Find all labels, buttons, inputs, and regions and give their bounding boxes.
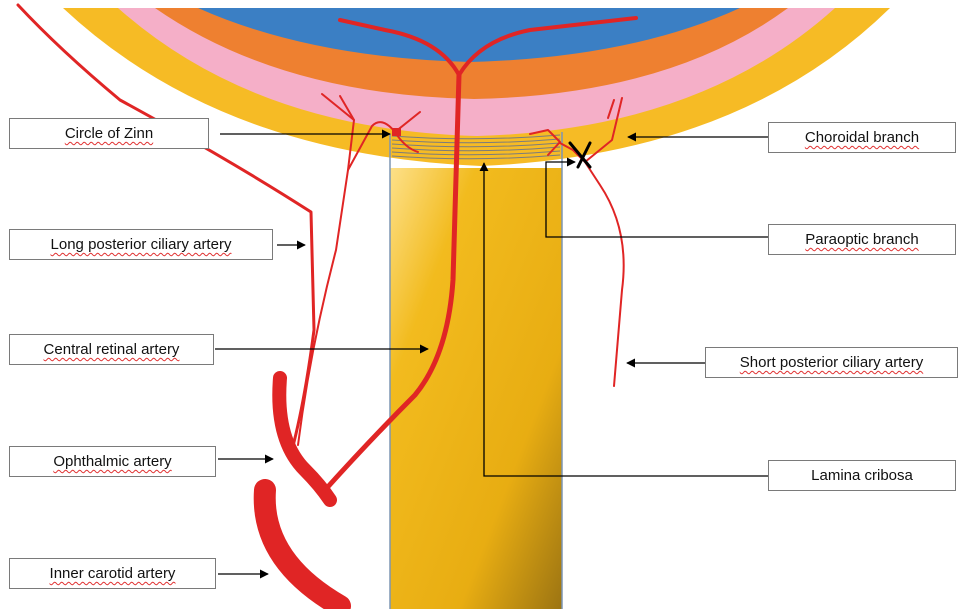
circle-of-zinn-text: Circle of Zinn [65,125,153,142]
short-posterior-ciliary-artery-label: Short posterior ciliary artery [705,347,958,378]
choroidal-branch-text: Choroidal branch [805,129,919,146]
paraoptic-branch-text: Paraoptic branch [805,231,918,248]
central-retinal-artery-text: Central retinal artery [44,341,180,358]
ophthalmic-artery-label: Ophthalmic artery [9,446,216,477]
lamina-cribosa-text: Lamina cribosa [811,467,913,484]
choroidal-branch-label: Choroidal branch [768,122,956,153]
inner-carotid-artery-label: Inner carotid artery [9,558,216,589]
inner-carotid-artery [265,490,340,606]
long-posterior-ciliary-artery-text: Long posterior ciliary artery [51,236,232,253]
lamina-cribosa-label: Lamina cribosa [768,460,956,491]
central-retinal-artery-label: Central retinal artery [9,334,214,365]
optic-nerve [390,168,562,609]
paraoptic-branch-label: Paraoptic branch [768,224,956,255]
short-posterior-ciliary-artery-text: Short posterior ciliary artery [740,354,923,371]
short-posterior-ciliary-artery [573,150,624,386]
ophthalmic-artery-text: Ophthalmic artery [53,453,171,470]
inner-carotid-artery-text: Inner carotid artery [50,565,176,582]
long-posterior-ciliary-artery-label: Long posterior ciliary artery [9,229,273,260]
circle-of-zinn-label: Circle of Zinn [9,118,209,149]
